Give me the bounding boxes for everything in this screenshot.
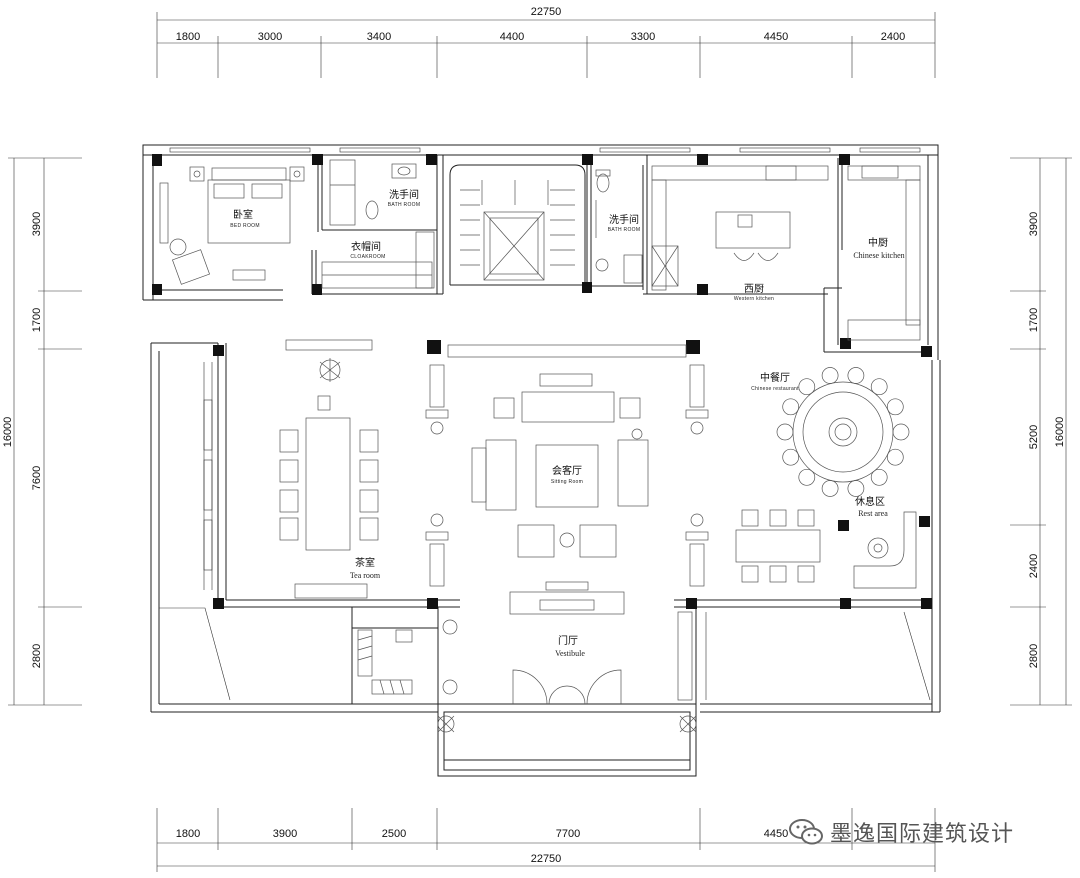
room-label-cloakroom: 衣帽间 (351, 240, 381, 253)
western-kitchen-furniture (651, 165, 829, 291)
bottom-total-label: 22750 (531, 853, 562, 865)
top-total-label: 22750 (531, 6, 562, 18)
room-label-western-kitchen-en: Western kitchen (734, 296, 774, 302)
dining-chair (847, 480, 865, 497)
room-label-tea-room: 茶室 (355, 556, 375, 569)
room-label-bedroom: 卧室 (233, 208, 253, 221)
wechat-icon (789, 819, 823, 845)
room-label-bath2: 洗手间 (609, 213, 639, 226)
bottom-seg-1: 1800 (176, 828, 200, 840)
room-label-bath1-en: BATH ROOM (388, 202, 421, 208)
room-label-bath1: 洗手间 (389, 188, 419, 201)
bottom-seg-3: 2500 (382, 828, 406, 840)
top-windows (169, 147, 921, 153)
structural-columns (152, 154, 932, 609)
top-seg-4: 4400 (500, 31, 524, 43)
dining-chair (821, 480, 839, 497)
restaurant-furniture (792, 381, 894, 483)
room-label-chinese-restaurant: 中餐厅 (760, 371, 790, 384)
left-seg-3: 7600 (31, 466, 43, 490)
right-seg-3: 5200 (1028, 425, 1040, 449)
vestibule-furniture (442, 581, 693, 705)
room-label-cloakroom-en: CLOAKROOM (350, 254, 385, 260)
dining-chair (782, 448, 800, 466)
dining-chair (847, 367, 865, 384)
left-seg-4: 2800 (31, 644, 43, 668)
top-seg-5: 3300 (631, 31, 655, 43)
top-dimension (156, 12, 936, 78)
top-seg-7: 2400 (881, 31, 905, 43)
bottom-seg-2: 3900 (273, 828, 297, 840)
dining-chair (821, 367, 839, 384)
dining-chair (870, 468, 888, 486)
room-label-rest-area-en: Rest area (858, 509, 888, 518)
dining-chair (782, 398, 800, 416)
room-label-chinese-kitchen: 中厨 (868, 236, 888, 249)
right-seg-5: 2800 (1028, 644, 1040, 668)
right-seg-2: 1700 (1028, 308, 1040, 332)
room-label-sitting-room-en: Sitting Room (551, 479, 583, 485)
room-label-chinese-kitchen-en: Chinese kitchen (853, 251, 904, 260)
bath1-furniture (329, 159, 417, 226)
top-seg-2: 3000 (258, 31, 282, 43)
right-dimension (1010, 157, 1072, 706)
stair-core (460, 180, 575, 281)
sitting-room-furniture (425, 344, 709, 587)
dining-chair (776, 423, 794, 441)
room-label-tea-room-en: Tea room (350, 571, 381, 580)
dining-chair (798, 468, 816, 486)
right-total-label: 16000 (1054, 417, 1066, 448)
interior-walls (217, 155, 932, 704)
room-label-sitting-room: 会客厅 (552, 464, 582, 477)
storage-furniture (357, 629, 413, 695)
dining-chair (870, 378, 888, 396)
top-seg-1: 1800 (176, 31, 200, 43)
watermark: 墨逸国际建筑设计 (788, 812, 1014, 852)
room-label-bedroom-en: BED ROOM (230, 223, 260, 229)
top-seg-6: 4450 (764, 31, 788, 43)
tea-room-furniture (279, 339, 379, 599)
rest-area-furniture (735, 509, 917, 589)
left-dimension (8, 157, 82, 706)
room-label-bath2-en: BATH ROOM (608, 227, 641, 233)
bedroom-furniture (159, 166, 305, 285)
bath2-furniture (595, 169, 643, 284)
chinese-kitchen-furniture (847, 165, 921, 341)
room-label-vestibule: 门厅 (558, 634, 578, 647)
dining-chair (886, 398, 904, 416)
dining-chair (798, 378, 816, 396)
left-seg-2: 1700 (31, 308, 43, 332)
bottom-seg-4: 7700 (556, 828, 580, 840)
room-label-chinese-restaurant-en: Chinese restaurant (751, 386, 799, 392)
dining-chair (886, 448, 904, 466)
room-label-vestibule-en: Vestibule (555, 649, 585, 658)
cloakroom-furniture (321, 231, 435, 289)
restaurant-chairs (776, 367, 910, 497)
west-balcony (159, 362, 931, 701)
room-label-western-kitchen: 西厨 (744, 283, 764, 295)
left-total-label: 16000 (2, 417, 14, 448)
bottom-dimension (156, 808, 936, 872)
watermark-text: 墨逸国际建筑设计 (830, 822, 1015, 847)
room-label-rest-area: 休息区 (855, 495, 885, 508)
top-seg-3: 3400 (367, 31, 391, 43)
right-seg-1: 3900 (1028, 212, 1040, 236)
right-seg-4: 2400 (1028, 554, 1040, 578)
left-seg-1: 3900 (31, 212, 43, 236)
entrance-plants (437, 715, 697, 733)
bottom-seg-5: 4450 (764, 828, 788, 840)
dining-chair (892, 423, 910, 441)
outer-walls (142, 144, 941, 777)
